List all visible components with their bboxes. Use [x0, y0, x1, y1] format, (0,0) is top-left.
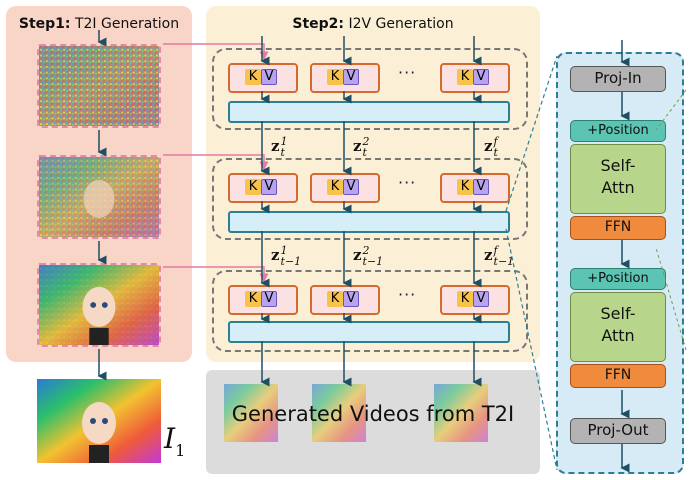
- z-sup: f: [493, 135, 498, 148]
- value-icon: V: [343, 69, 359, 85]
- step1-title: Step1: T2I Generation: [6, 16, 192, 32]
- z-symbol: z: [353, 246, 362, 264]
- noisy-image-3: [37, 263, 161, 347]
- key-icon: K: [457, 69, 473, 85]
- transformer-detail-panel: Proj-In +Position Self- Attn FFN +Positi…: [556, 52, 684, 474]
- step1-title-text: T2I Generation: [74, 16, 180, 32]
- self-attn-box-1: Self- Attn: [570, 144, 666, 214]
- noisy-image-2-graphic: [39, 157, 159, 237]
- video-thumbnail-1: [224, 384, 278, 442]
- z-sup: f: [493, 244, 498, 257]
- video-thumbnail-3: [434, 384, 488, 442]
- key-icon: K: [245, 179, 261, 195]
- z-sub: t: [280, 146, 285, 159]
- z-symbol: z: [271, 137, 280, 155]
- z-sub: t−1: [280, 255, 302, 268]
- attention-bar-3: [228, 321, 510, 343]
- z-symbol: z: [484, 137, 493, 155]
- self-attn-line1: Self-: [600, 304, 636, 323]
- z-sup: 1: [280, 244, 288, 257]
- key-icon: K: [327, 69, 343, 85]
- value-icon: V: [261, 179, 277, 195]
- image-label-main: I: [164, 422, 176, 455]
- noisy-image-3-graphic: [39, 265, 159, 345]
- key-icon: K: [457, 179, 473, 195]
- key-icon: K: [245, 291, 261, 307]
- proj-in-box: Proj-In: [570, 66, 666, 92]
- step1-title-bold: Step1:: [18, 16, 71, 32]
- value-icon: V: [343, 179, 359, 195]
- value-icon: V: [473, 179, 489, 195]
- z-sup: 2: [362, 135, 370, 148]
- ffn-box-2: FFN: [570, 364, 666, 388]
- step2-title-text: I2V Generation: [348, 16, 454, 32]
- step2-title: Step2: I2V Generation: [206, 16, 540, 32]
- value-icon: V: [473, 291, 489, 307]
- z-sup: 2: [362, 244, 370, 257]
- attention-bar-1: [228, 101, 510, 123]
- self-attn-box-2: Self- Attn: [570, 292, 666, 362]
- key-icon: K: [327, 291, 343, 307]
- value-icon: V: [473, 69, 489, 85]
- position-box-2: +Position: [570, 268, 666, 290]
- key-icon: K: [327, 179, 343, 195]
- z-sub: t−1: [362, 255, 384, 268]
- value-icon: V: [261, 69, 277, 85]
- self-attn-line2: Attn: [601, 178, 635, 197]
- image-label-i1: I1: [164, 424, 185, 466]
- noisy-image-2: [37, 155, 161, 239]
- step2-title-bold: Step2:: [292, 16, 344, 32]
- generated-videos-panel: Generated Videos from T2I: [206, 370, 540, 474]
- attention-bar-2: [228, 211, 510, 233]
- self-attn-line1: Self-: [600, 156, 636, 175]
- z-sup: 1: [280, 135, 288, 148]
- ellipsis: ···: [398, 173, 417, 192]
- z-sub: t: [493, 146, 498, 159]
- proj-out-box: Proj-Out: [570, 418, 666, 444]
- ffn-box-1: FFN: [570, 216, 666, 240]
- image-label-sub: 1: [175, 441, 186, 460]
- generated-image-graphic: [37, 379, 161, 463]
- z-symbol: z: [484, 246, 493, 264]
- generated-videos-label: Generated Videos from T2I: [231, 402, 515, 426]
- value-icon: V: [261, 291, 277, 307]
- z-symbol: z: [353, 137, 362, 155]
- key-icon: K: [457, 291, 473, 307]
- noisy-image-1: [37, 44, 161, 128]
- z-symbol: z: [271, 246, 280, 264]
- video-thumbnail-2: [312, 384, 366, 442]
- z-sub: t: [362, 146, 367, 159]
- noisy-image-1-graphic: [39, 46, 159, 126]
- generated-image: [37, 379, 161, 463]
- ellipsis: ···: [398, 63, 417, 82]
- value-icon: V: [343, 291, 359, 307]
- z-sub: t−1: [493, 255, 515, 268]
- ellipsis: ···: [398, 285, 417, 304]
- key-icon: K: [245, 69, 261, 85]
- self-attn-line2: Attn: [601, 326, 635, 345]
- position-box-1: +Position: [570, 120, 666, 142]
